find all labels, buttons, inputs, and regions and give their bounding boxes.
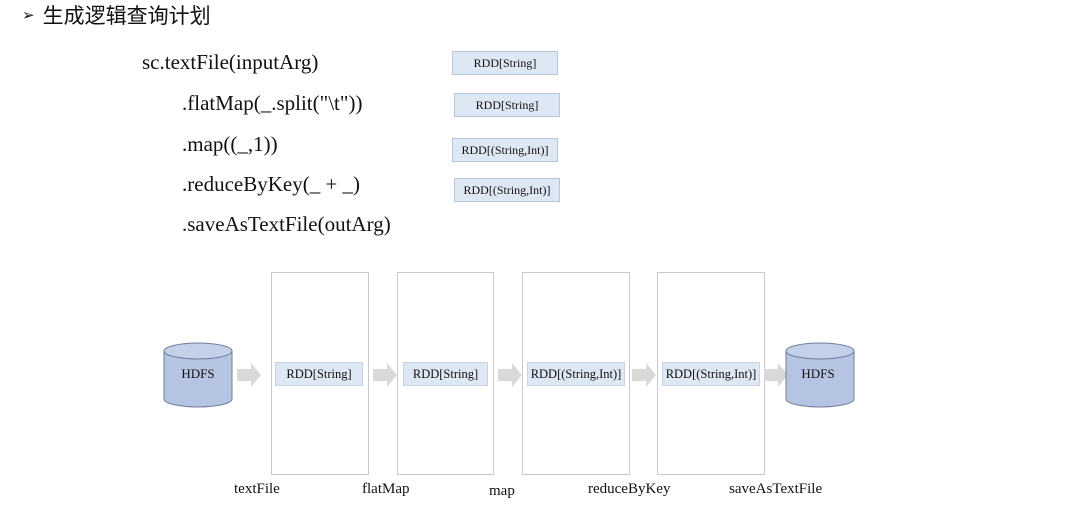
type-box-textfile: RDD[String] [452,51,558,75]
flow-arrow-icon [632,363,656,387]
stage-rdd-reducebykey: RDD[(String,Int)] [662,362,760,386]
flow-arrow-icon [237,363,261,387]
op-label-saveastextfile: saveAsTextFile [729,481,823,497]
hdfs-sink-cylinder-icon [785,342,855,408]
flow-arrow-icon [764,363,788,387]
stage-rdd-flatmap: RDD[String] [403,362,488,386]
flow-arrow-icon [373,363,397,387]
op-label-map: map [489,483,515,499]
code-line-textfile: sc.textFile(inputArg) [142,50,319,74]
code-line-reducebykey: .reduceByKey(_ + _) [182,172,361,196]
type-box-map: RDD[(String,Int)] [452,138,558,162]
stage-rdd-map: RDD[(String,Int)] [527,362,625,386]
code-line-saveastextfile: .saveAsTextFile(outArg) [182,212,391,236]
code-line-flatmap: .flatMap(_.split("\t")) [182,91,363,115]
section-heading: ➢ 生成逻辑查询计划 [22,0,211,30]
op-label-reducebykey: reduceByKey [588,481,671,497]
hdfs-source-label: HDFS [181,366,215,381]
op-label-textfile: textFile [234,481,280,497]
flow-arrow-icon [498,363,522,387]
op-label-flatmap: flatMap [362,481,410,497]
stage-rdd-textfile: RDD[String] [275,362,363,386]
hdfs-sink-label: HDFS [801,366,835,381]
type-box-flatmap: RDD[String] [454,93,560,117]
arrow-bullet-icon: ➢ [22,6,35,24]
type-box-reducebykey: RDD[(String,Int)] [454,178,560,202]
heading-title: 生成逻辑查询计划 [42,4,211,28]
hdfs-source-cylinder-icon [163,342,233,408]
code-line-map: .map((_,1)) [182,132,278,156]
